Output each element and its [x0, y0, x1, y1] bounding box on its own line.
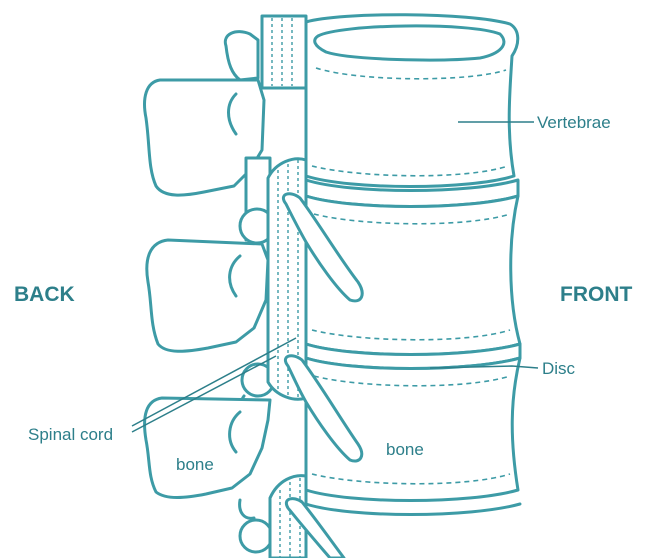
front-label: FRONT: [560, 283, 632, 306]
disc-label: Disc: [542, 359, 576, 378]
spinal-cord-label: Spinal cord: [28, 425, 113, 444]
spinal-cord: [262, 16, 306, 558]
lower-spinous-process: [145, 398, 270, 498]
bone-label-body: bone: [386, 440, 424, 459]
back-label: BACK: [14, 283, 75, 306]
vertebral-body-top: [306, 15, 518, 187]
bone-label-posterior: bone: [176, 455, 214, 474]
vertebrae-label: Vertebrae: [537, 113, 611, 132]
vertebral-body-bottom: [306, 504, 520, 515]
middle-spinous-process: [147, 240, 268, 351]
bottom-facet-joint: [240, 500, 272, 552]
